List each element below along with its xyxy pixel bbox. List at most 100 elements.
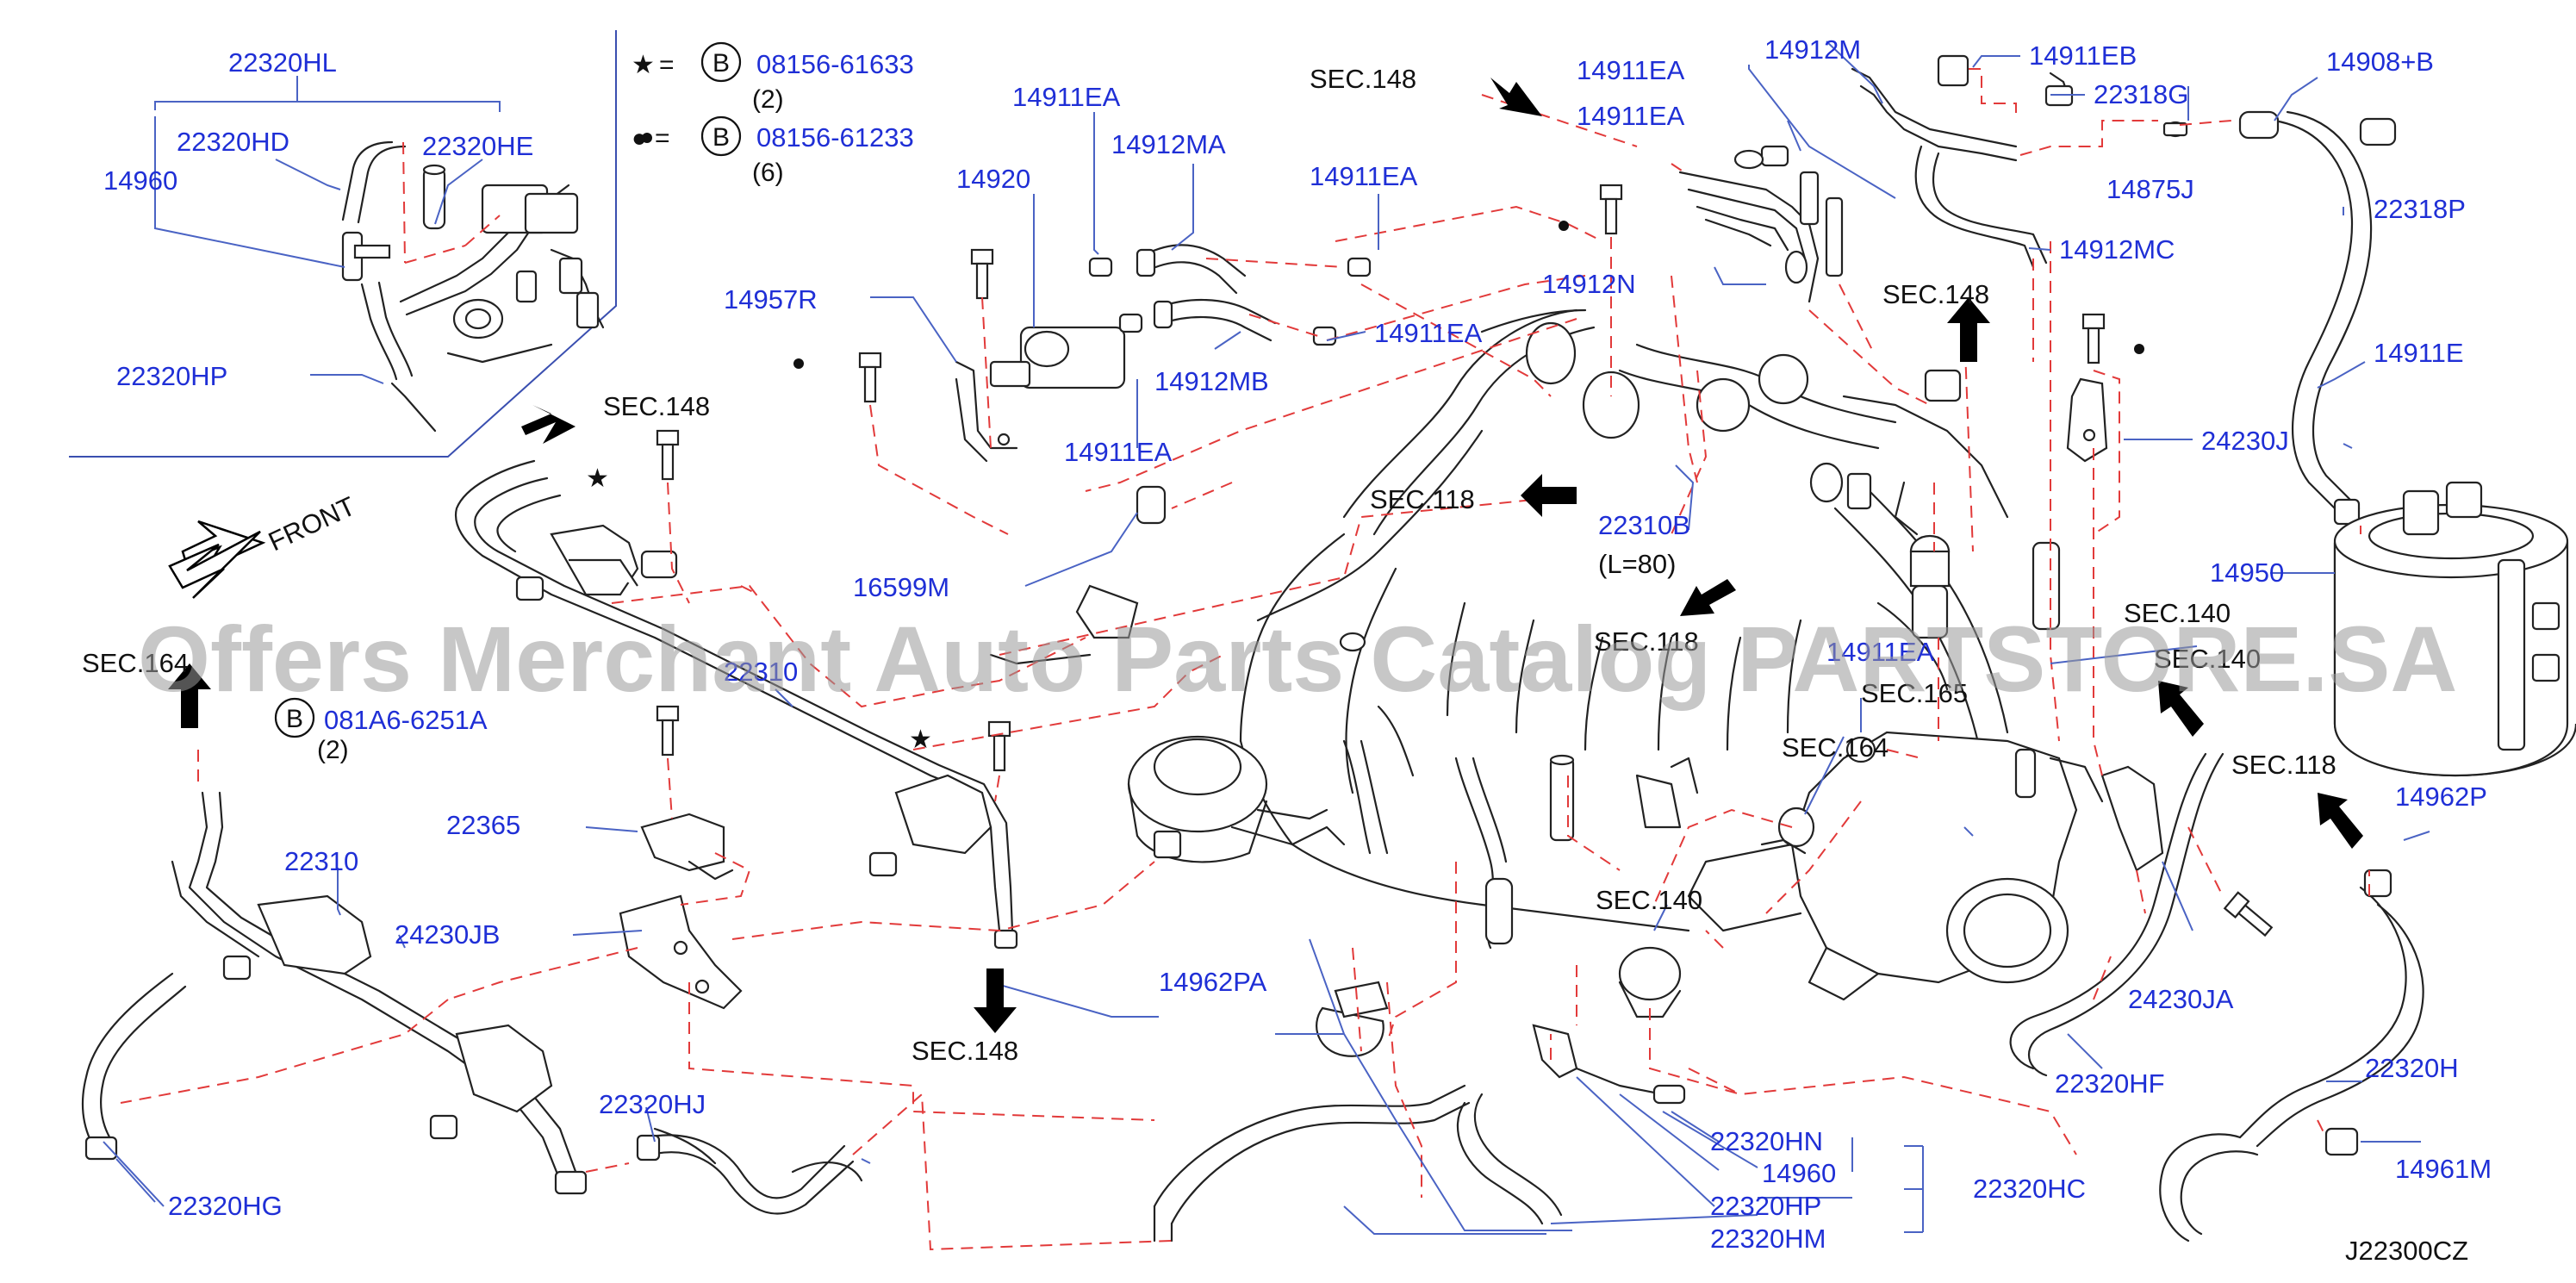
star-marker-2: ★ xyxy=(909,726,932,754)
label-14912MA[interactable]: 14912MA xyxy=(1111,129,1226,159)
legend-equals-1: = xyxy=(659,51,675,79)
label-24230J[interactable]: 24230J xyxy=(2201,426,2289,456)
label-22320HF[interactable]: 22320HF xyxy=(2055,1068,2165,1099)
label-22310-upper[interactable]: 22310 xyxy=(724,657,798,687)
hoses-14912m-drawing xyxy=(1851,54,2397,526)
bolt-badge xyxy=(274,697,315,738)
sec-118-mid[interactable]: SEC.118 xyxy=(1370,484,1475,514)
label-22320HD[interactable]: 22320HD xyxy=(177,127,289,157)
label-22320HG[interactable]: 22320HG xyxy=(168,1191,283,1221)
label-14920[interactable]: 14920 xyxy=(956,164,1030,194)
label-22365[interactable]: 22365 xyxy=(446,810,520,840)
sec-148-bottom[interactable]: SEC.148 xyxy=(912,1036,1018,1066)
label-14875J[interactable]: 14875J xyxy=(2106,174,2194,204)
legend-badge-1-letter: B xyxy=(712,49,730,78)
label-14912MC[interactable]: 14912MC xyxy=(2059,234,2175,265)
label-22318G[interactable]: 22318G xyxy=(2094,79,2188,109)
bolts-drawing xyxy=(656,184,2274,937)
brackets-drawing xyxy=(619,377,2164,1010)
label-22320HJ[interactable]: 22320HJ xyxy=(599,1089,706,1119)
label-14911E[interactable]: 14911E xyxy=(2374,338,2464,368)
sec-118-right[interactable]: SEC.118 xyxy=(2231,750,2336,780)
legend-part-1[interactable]: 08156-61633 xyxy=(756,49,914,79)
star-marker-1: ★ xyxy=(586,464,609,493)
legend-symbol-star: ★ xyxy=(632,51,655,79)
legend-symbols xyxy=(274,41,2144,738)
inset-dashes xyxy=(402,141,501,264)
label-24230JB[interactable]: 24230JB xyxy=(395,919,500,950)
inset-hoses-drawing xyxy=(341,140,605,433)
label-14962P[interactable]: 14962P xyxy=(2395,782,2487,812)
label-14908B[interactable]: 14908+B xyxy=(2326,47,2434,77)
legend-badge-2 xyxy=(700,115,742,157)
label-14911EA-7[interactable]: 14911EA xyxy=(1826,637,1935,667)
label-16599M[interactable]: 16599M xyxy=(853,572,949,602)
label-22320HM[interactable]: 22320HM xyxy=(1710,1224,1826,1254)
legend-badge-2-letter: B xyxy=(712,123,730,152)
bolt-badge-letter: B xyxy=(286,705,303,733)
sec-140-right-2[interactable]: SEC.140 xyxy=(2154,644,2261,674)
front-label: FRONT xyxy=(264,490,360,557)
hose-assembly-lower-drawing xyxy=(81,791,588,1195)
lower-hoses-drawing xyxy=(636,752,2424,1243)
label-22310B[interactable]: 22310B xyxy=(1598,510,1690,540)
label-14961M[interactable]: 14961M xyxy=(2395,1154,2492,1184)
bolt-part[interactable]: 081A6-6251A xyxy=(324,705,488,735)
label-14960-main[interactable]: 14960 xyxy=(1762,1158,1836,1188)
label-14912N[interactable]: 14912N xyxy=(1542,269,1636,299)
label-14912MB[interactable]: 14912MB xyxy=(1154,366,1269,396)
label-22320HP-inset[interactable]: 22320HP xyxy=(116,361,227,391)
sec-140-right[interactable]: SEC.140 xyxy=(2124,598,2231,628)
label-22320HP-main[interactable]: 22320HP xyxy=(1710,1191,1821,1221)
inset-box xyxy=(69,30,617,458)
sec-140-lower[interactable]: SEC.140 xyxy=(1596,885,1702,915)
label-14912M[interactable]: 14912M xyxy=(1764,34,1861,65)
label-14950[interactable]: 14950 xyxy=(2210,557,2284,588)
label-22320HL[interactable]: 22320HL xyxy=(228,47,337,78)
sec-118-center[interactable]: SEC.118 xyxy=(1594,626,1699,657)
label-22320HE[interactable]: 22320HE xyxy=(422,131,533,161)
bracket-14912n-drawing xyxy=(1678,145,1844,303)
canister-14950-drawing xyxy=(2333,481,2576,777)
label-14911EA-3[interactable]: 14911EA xyxy=(1374,318,1483,348)
bolt-qty: (2) xyxy=(317,736,349,764)
label-24230JA[interactable]: 24230JA xyxy=(2128,984,2234,1014)
legend-equals-2: = xyxy=(655,124,670,153)
legend-qty-1: (2) xyxy=(752,85,784,114)
label-22320HC[interactable]: 22320HC xyxy=(1973,1174,2086,1204)
label-14911EA-2[interactable]: 14911EA xyxy=(1310,161,1418,191)
legend-symbol-dot: ● xyxy=(632,124,647,153)
watermark: Offers Merchant Auto Parts Catalog PARTS… xyxy=(138,607,2457,711)
label-14957R[interactable]: 14957R xyxy=(724,284,818,315)
sec-148-top[interactable]: SEC.148 xyxy=(1310,64,1416,94)
label-14960-inset[interactable]: 14960 xyxy=(103,165,177,196)
part-labels: 22320HL 22320HD 22320HE 14960 22320HP 14… xyxy=(103,34,2492,1254)
label-22318P[interactable]: 22318P xyxy=(2374,194,2466,224)
label-14911EA-5[interactable]: 14911EA xyxy=(1577,55,1685,85)
direction-arrows xyxy=(168,78,2363,1033)
length-note: (L=80) xyxy=(1598,549,1676,579)
label-22320HN[interactable]: 22320HN xyxy=(1710,1126,1823,1156)
label-14911EA-1[interactable]: 14911EA xyxy=(1012,82,1121,112)
label-14962PA[interactable]: 14962PA xyxy=(1159,967,1267,997)
inset-leaders xyxy=(154,76,501,384)
label-14911EB[interactable]: 14911EB xyxy=(2029,40,2137,71)
valve-14920-drawing xyxy=(955,244,1372,525)
legend-part-2[interactable]: 08156-61233 xyxy=(756,122,914,153)
sec-164-center[interactable]: SEC.164 xyxy=(1782,732,1888,763)
sec-164-left[interactable]: SEC.164 xyxy=(82,648,189,678)
sec-148-right[interactable]: SEC.148 xyxy=(1882,279,1989,309)
diagram-code: J22300CZ xyxy=(2345,1236,2468,1266)
label-14911EA-4[interactable]: 14911EA xyxy=(1064,437,1173,467)
label-22320H[interactable]: 22320H xyxy=(2365,1053,2459,1083)
sec-148-left[interactable]: SEC.148 xyxy=(603,391,710,421)
label-14911EA-6[interactable]: 14911EA xyxy=(1577,101,1685,131)
sec-165[interactable]: SEC.165 xyxy=(1861,678,1968,708)
legend: ★ = B 08156-61633 (2) ● = B 08156-61233 … xyxy=(286,49,932,764)
legend-badge-1 xyxy=(700,41,742,83)
label-22310-lower[interactable]: 22310 xyxy=(284,846,358,876)
bullet-marker-4 xyxy=(2134,344,2144,354)
legend-qty-2: (6) xyxy=(752,159,784,187)
